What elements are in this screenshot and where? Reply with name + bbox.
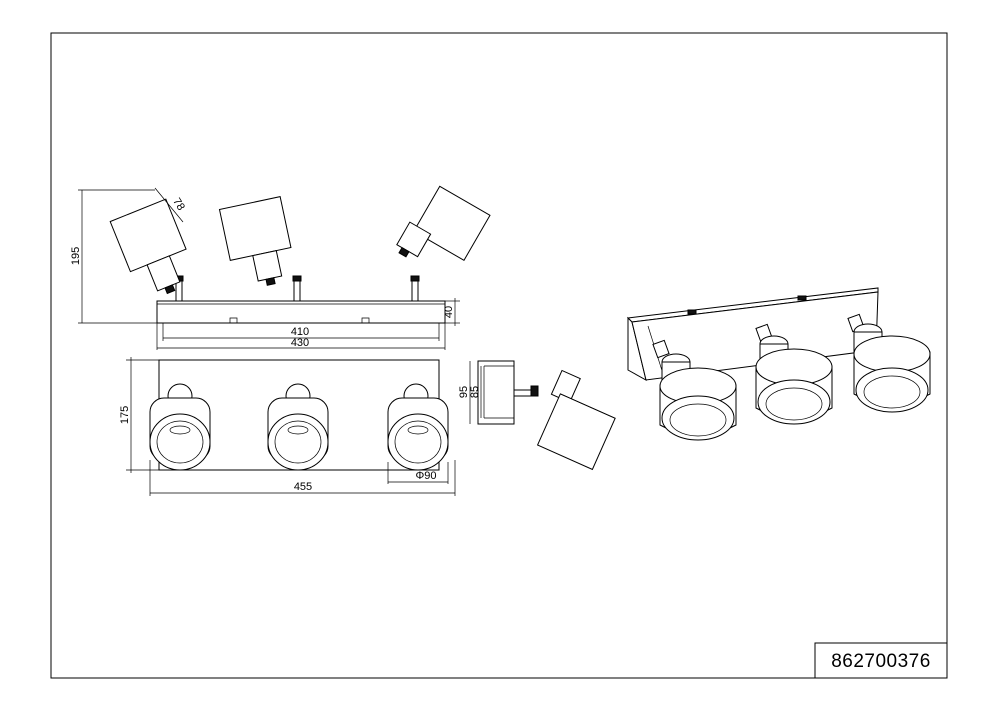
dim-total-height: 195 <box>70 247 82 265</box>
top-view: 175 Φ90 4 <box>119 357 456 496</box>
dim-base-length: 430 <box>291 337 309 349</box>
dim-base-height: 40 <box>443 306 455 318</box>
iso-view <box>626 287 931 441</box>
dim-projection: 175 <box>119 406 131 424</box>
dim-side-height-outer: 95 <box>458 386 470 398</box>
front-view: 195 40 410 430 <box>70 185 491 350</box>
side-view: 95 85 <box>458 360 616 471</box>
drawing-frame <box>50 32 948 679</box>
dim-shade-diameter: Φ90 <box>415 470 436 482</box>
dim-overall-width: 455 <box>294 481 312 493</box>
dim-mount-spacing: 410 <box>291 326 309 338</box>
title-block: 862700376 <box>814 642 948 679</box>
dim-shade-depth: 78 <box>170 196 187 213</box>
article-number: 862700376 <box>831 651 931 672</box>
dim-side-height-inner: 85 <box>469 386 481 398</box>
